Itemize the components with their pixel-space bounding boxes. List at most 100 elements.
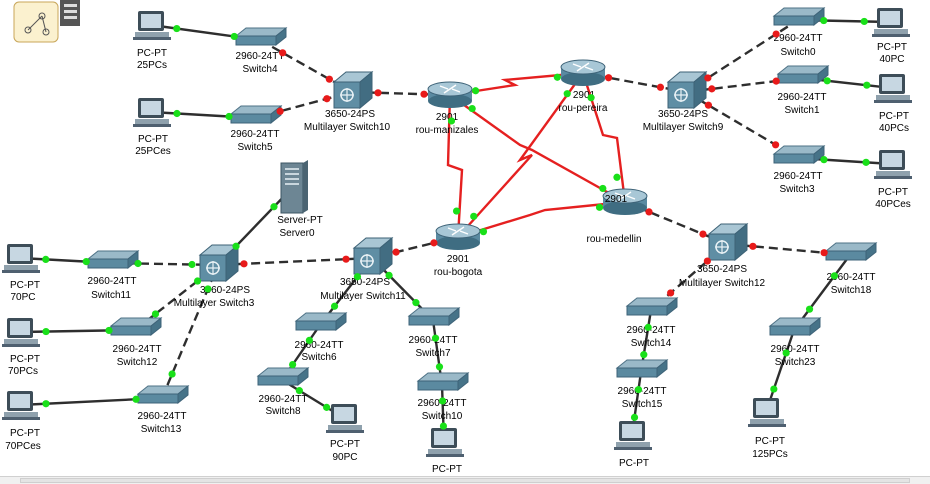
toolbar-icon-group[interactable] — [6, 0, 84, 44]
switch-icon[interactable] — [136, 384, 190, 405]
device-name-label: Switch14 — [631, 338, 672, 349]
switch-icon[interactable] — [768, 316, 822, 337]
pc-icon[interactable] — [426, 428, 464, 457]
switch-icon[interactable] — [256, 366, 310, 387]
router-icon[interactable] — [602, 188, 648, 215]
switch-icon[interactable] — [772, 144, 826, 165]
router-icon[interactable] — [560, 59, 606, 86]
switch-icon[interactable] — [625, 296, 679, 317]
switch-icon[interactable] — [776, 64, 830, 85]
list-icon[interactable] — [60, 0, 80, 26]
device-pcm[interactable]: PC-PT — [614, 421, 652, 469]
server-icon[interactable] — [280, 160, 308, 214]
switch-icon[interactable] — [294, 311, 348, 332]
pc-icon[interactable] — [874, 150, 912, 179]
pc-icon[interactable] — [133, 98, 171, 127]
router-icon[interactable] — [435, 223, 481, 250]
scrollbar-thumb[interactable] — [20, 478, 910, 483]
link-rper-rbog[interactable] — [457, 72, 584, 238]
switch-icon[interactable] — [109, 316, 163, 337]
pc-icon[interactable] — [133, 11, 171, 40]
device-model-label: PC-PT — [137, 48, 167, 59]
switch-icon[interactable] — [86, 249, 140, 270]
pc-icon[interactable] — [326, 404, 364, 433]
switch-icon[interactable] — [416, 371, 470, 392]
pc-icon[interactable] — [2, 391, 40, 420]
mlswitch-icon[interactable] — [198, 243, 240, 283]
switch-icon[interactable] — [615, 358, 669, 379]
switch-icon[interactable] — [407, 306, 461, 327]
port-indicator-rman-rmed-b — [599, 184, 607, 193]
device-model-label: PC-PT — [10, 280, 40, 291]
device-name-label: 70PC — [10, 292, 35, 303]
switch-icon[interactable] — [772, 6, 826, 27]
switch-icon[interactable] — [234, 26, 288, 47]
device-name-label: Switch23 — [775, 357, 816, 368]
mlswitch-icon[interactable] — [352, 236, 394, 276]
port-indicator-rmed-msw12-b — [699, 230, 707, 238]
device-name-label: 70PCs — [8, 366, 38, 377]
link-rman-rbog[interactable] — [446, 94, 464, 238]
device-model-label: 2960-24TT — [231, 129, 280, 140]
pc-icon[interactable] — [2, 318, 40, 347]
port-indicator-srv0-msw3-b — [232, 242, 240, 250]
pc-icon[interactable] — [874, 74, 912, 103]
device-model-label: Server-PT — [277, 215, 323, 226]
link-rbog-rmed[interactable] — [457, 200, 626, 239]
cluster-icon[interactable] — [13, 1, 59, 43]
link-rman-rmed[interactable] — [449, 94, 626, 204]
port-indicator-msw9-sw3-b — [772, 141, 780, 149]
pc-icon[interactable] — [748, 398, 786, 427]
link-msw9-sw3[interactable] — [685, 90, 799, 160]
switch-icon[interactable] — [824, 241, 878, 262]
mlswitch-icon[interactable] — [666, 70, 708, 110]
pc-icon[interactable] — [2, 244, 40, 273]
link-rman-rper[interactable] — [449, 71, 584, 97]
mlswitch-icon[interactable] — [707, 222, 749, 262]
switch-icon[interactable] — [229, 104, 283, 125]
pc-icon[interactable] — [872, 8, 910, 37]
port-indicator-msw10-rman-a — [374, 89, 382, 97]
mlswitch-icon[interactable] — [332, 70, 374, 110]
device-pcb[interactable]: PC-PT — [426, 428, 464, 475]
device-model-label: 3650-24PS — [340, 277, 390, 288]
router-icon[interactable] — [427, 81, 473, 108]
pc-icon[interactable] — [614, 421, 652, 450]
link-rper-rmed[interactable] — [581, 72, 627, 203]
